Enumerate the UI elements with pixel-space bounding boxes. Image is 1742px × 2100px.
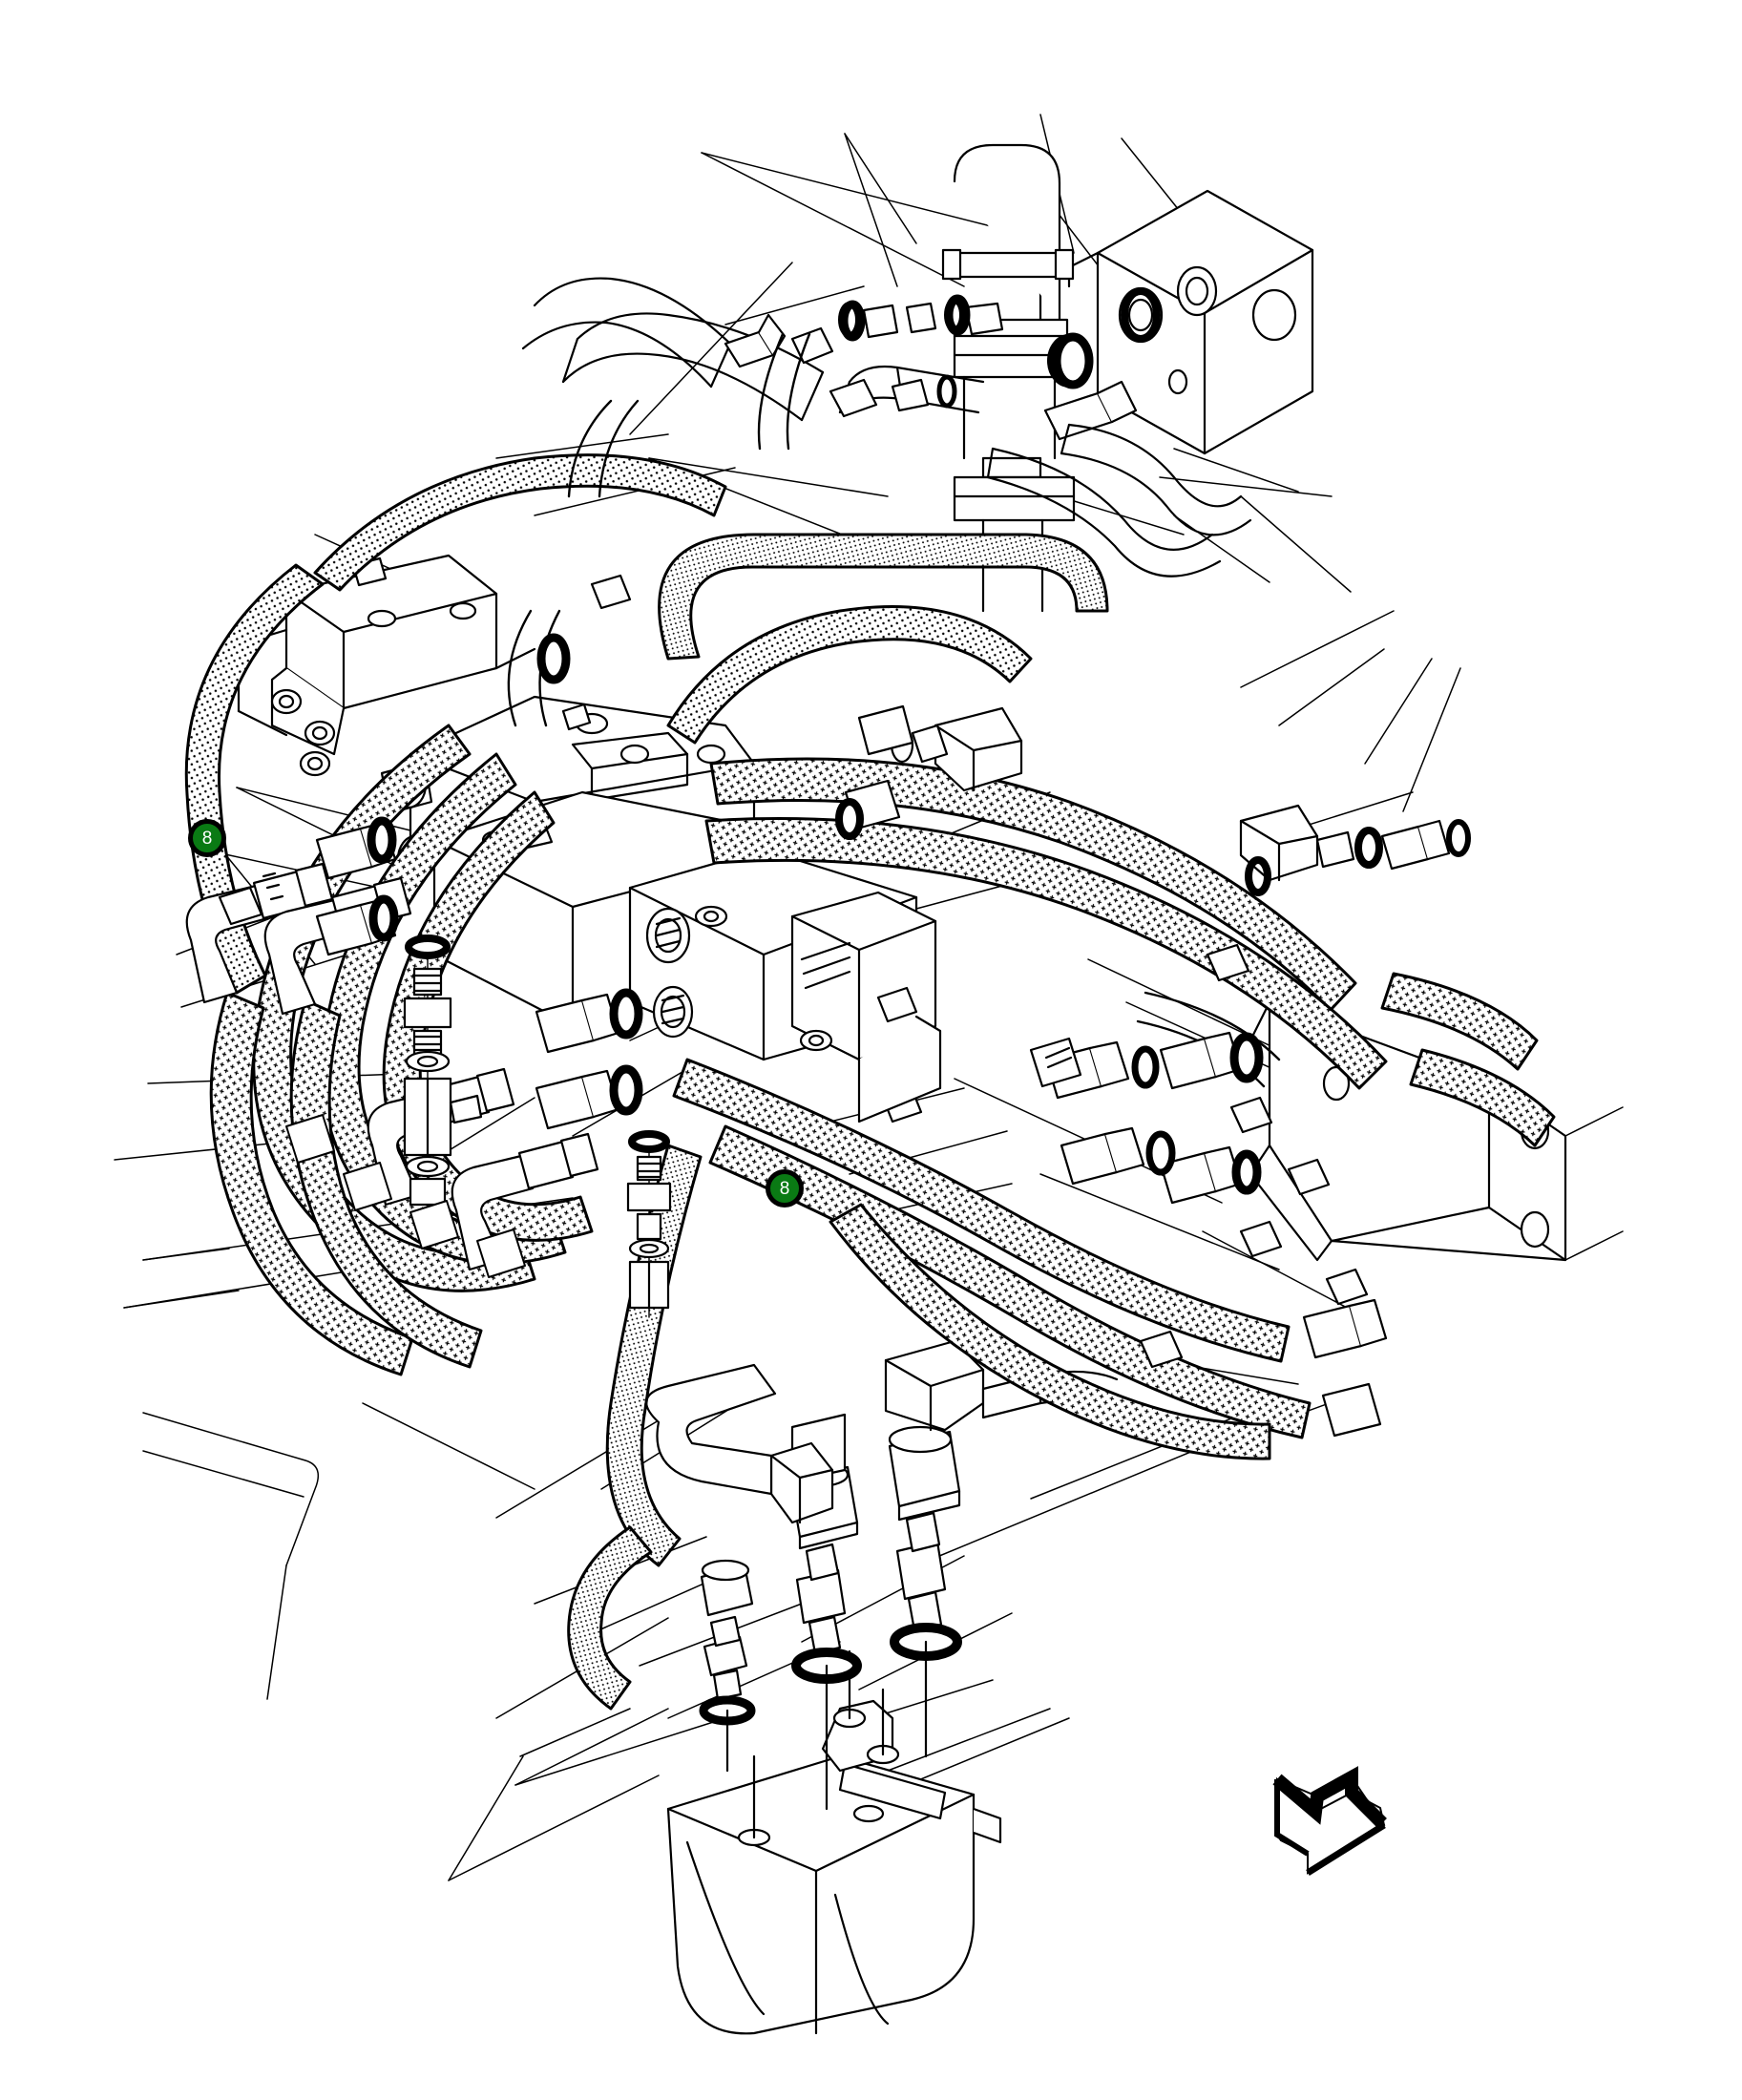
- top-tee-pipe: [941, 143, 1076, 613]
- flange-bolts: [1229, 1096, 1369, 1306]
- vertical-adapter-stack: [403, 935, 483, 1223]
- o-rings: [367, 287, 1383, 1726]
- callout-marker-8-left[interactable]: 8: [188, 819, 226, 857]
- view-direction-arrow: [1272, 1766, 1387, 1876]
- left-valve-bracket: [237, 554, 536, 777]
- edge-lines: [123, 1106, 1624, 1881]
- lower-gear-pump: [666, 1649, 1002, 2035]
- hose-end-fittings: [185, 574, 1471, 1438]
- callout-marker-8-center[interactable]: 8: [766, 1169, 804, 1208]
- hex-nuts: [218, 574, 1250, 1369]
